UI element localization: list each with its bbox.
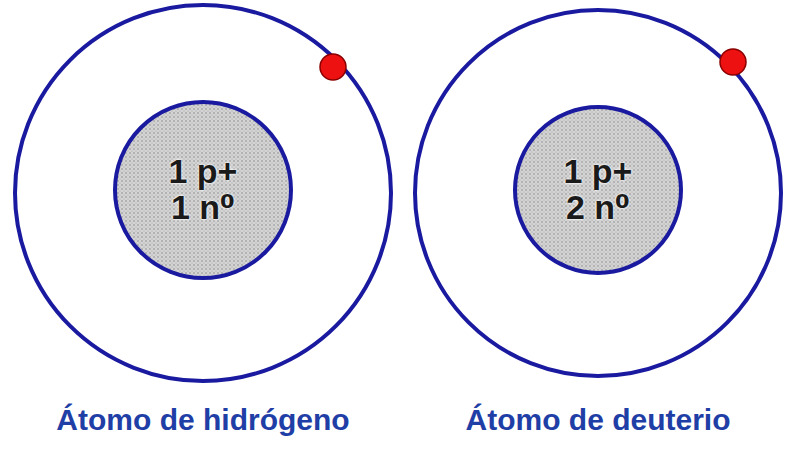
electron-dot <box>320 54 346 80</box>
atom-caption: Átomo de hidrógeno <box>11 403 395 437</box>
atom-shell: Átomo de hidrógeno 1 p+1 n⁰ <box>11 0 395 450</box>
atom-caption: Átomo de deuterio <box>411 403 785 437</box>
electron-dot <box>720 49 746 75</box>
nucleus-circle: 1 p+1 n⁰ <box>113 100 293 280</box>
particle-count: 1 n⁰ <box>171 190 235 226</box>
particle-count: 1 p+ <box>169 154 238 190</box>
particle-count: 1 p+ <box>564 154 633 190</box>
nucleus-circle: 1 p+2 n⁰ <box>513 105 683 275</box>
atom-shell: Átomo de deuterio 1 p+2 n⁰ <box>411 0 785 450</box>
particle-count: 2 n⁰ <box>566 190 630 226</box>
